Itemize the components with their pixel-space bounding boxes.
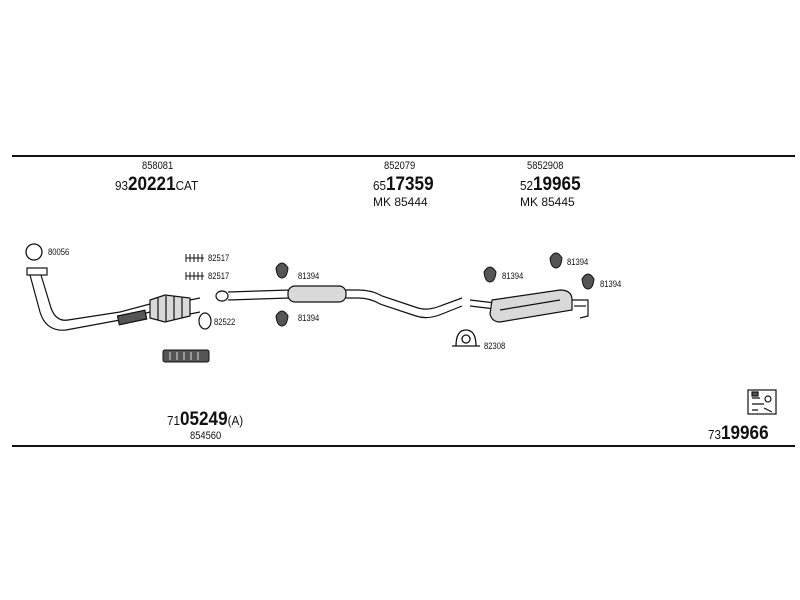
part-82308-label: 82308: [484, 341, 506, 351]
part-81394-label-c: 81394: [502, 271, 524, 281]
front-code-suffix: CAT: [175, 178, 199, 193]
front-code-label: 9320221CAT: [115, 175, 198, 194]
rear-mk-label: MK 85445: [520, 195, 575, 209]
part-81394-label-a: 81394: [298, 271, 320, 281]
rear-ref-label: 5852908: [527, 160, 564, 172]
front-code-bold: 20221: [128, 174, 176, 195]
rear-code-label: 5219965: [520, 175, 581, 194]
middle-ref-label: 852079: [384, 160, 416, 172]
middle-code-label: 6517359: [373, 175, 434, 194]
part-80056-label: 80056: [48, 247, 70, 257]
rear-muffler-icon: [469, 289, 589, 323]
kit-code-label: 7105249(A): [167, 410, 243, 429]
rear-code-prefix: 52: [520, 178, 534, 193]
total-code-bold: 19966: [721, 423, 769, 444]
kit-ref-label: 854560: [190, 430, 222, 442]
front-pipe-catalyst-icon: [26, 267, 201, 331]
part-82517-label-a: 82517: [208, 253, 230, 263]
bolt-82517-icon: [185, 254, 204, 280]
front-ref-label: 858081: [142, 160, 174, 172]
total-code-label: 7319966: [708, 424, 769, 443]
middle-code-bold: 17359: [386, 174, 434, 195]
gasket-82522-icon: [198, 312, 212, 330]
part-81394-label-d: 81394: [567, 257, 589, 267]
part-81394-label-e: 81394: [600, 279, 622, 289]
middle-code-prefix: 65: [373, 178, 387, 193]
clamp-82308-icon: [452, 329, 480, 347]
kit-code-suffix: (A): [227, 413, 244, 428]
middle-pipe-icon: [215, 285, 463, 319]
rear-code-bold: 19965: [533, 174, 581, 195]
total-code-prefix: 73: [708, 427, 722, 442]
kit-code-bold: 05249: [180, 409, 228, 430]
middle-mk-label: MK 85444: [373, 195, 428, 209]
toolkit-icon: [747, 389, 777, 415]
kit-code-prefix: 71: [167, 413, 181, 428]
part-81394-label-b: 81394: [298, 313, 320, 323]
rubber-mount-icon: [275, 252, 595, 327]
ring-80056-icon: [25, 243, 43, 261]
part-82517-label-b: 82517: [208, 271, 230, 281]
front-code-prefix: 93: [115, 178, 129, 193]
part-82522-label: 82522: [214, 317, 236, 327]
